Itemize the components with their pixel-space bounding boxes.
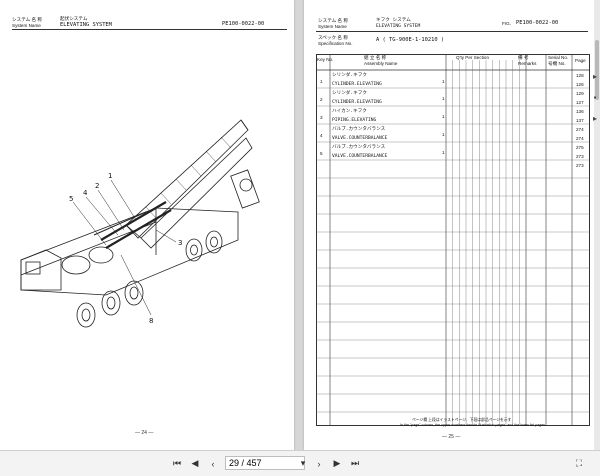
row-page: 273 bbox=[576, 154, 584, 159]
system-label-jp: システム 名 称 bbox=[318, 18, 348, 23]
spec-value: A ( TG-900E-1-10210 ) bbox=[376, 37, 445, 43]
row-key: 5 bbox=[320, 151, 323, 156]
row-page: 137 bbox=[576, 118, 584, 123]
col-page: Page bbox=[575, 58, 586, 63]
col-key: Key No. bbox=[317, 57, 334, 62]
row-name-jp: バルブ.カウンタバランス bbox=[332, 127, 386, 132]
col-assembly-en: Assembly Name bbox=[364, 61, 398, 66]
footnote-en: In the "page" column, the upper numbers … bbox=[400, 423, 546, 427]
row-key: 4 bbox=[320, 133, 323, 138]
prev-icon[interactable]: ‹ bbox=[211, 458, 215, 469]
illustration-page: 136 bbox=[576, 109, 584, 114]
spec-label-jp: スペック 名 称 bbox=[318, 35, 348, 40]
row-name-en: CYLINDER.ELEVATING bbox=[332, 82, 382, 87]
col-remarks-en: Remarks bbox=[518, 61, 537, 66]
row-page: 274 bbox=[576, 136, 584, 141]
first-page-icon[interactable]: ⏮ bbox=[172, 458, 182, 468]
row-name-jp: ハイカン.キフク bbox=[332, 109, 367, 114]
fig-number: PE100-0022-00 bbox=[222, 21, 265, 27]
left-page-number: — 24 — bbox=[135, 430, 154, 436]
fullscreen-icon[interactable]: ⛶ bbox=[575, 458, 583, 468]
next-page-icon[interactable]: ▶ bbox=[333, 458, 341, 468]
scrollbar-thumb[interactable] bbox=[595, 40, 599, 100]
row-name-jp: バルブ.カウンタバランス bbox=[332, 145, 386, 150]
vertical-scrollbar[interactable] bbox=[594, 0, 600, 450]
footnote-jp: ページ欄 上段はイラストページ、下段は部品ページを示す bbox=[412, 418, 512, 422]
col-assembly-jp: 組 立 名 称 bbox=[364, 55, 387, 60]
row-qty: 1 bbox=[442, 114, 445, 119]
navigation-toolbar: ⏮ ◀ ‹ 29 / 457 ▾ › ▶ ⏭ ⛶ bbox=[0, 450, 600, 476]
spec-label-en: Specification No. bbox=[318, 41, 353, 46]
callout-5: 5 bbox=[69, 195, 73, 203]
illustration-page: 273 bbox=[576, 163, 584, 168]
callout-2: 2 bbox=[95, 182, 99, 190]
row-key: 3 bbox=[320, 115, 323, 120]
row-name-en: VALVE.COUNTERBALANCE bbox=[332, 154, 388, 159]
last-page-icon[interactable]: ⏭ bbox=[350, 458, 360, 468]
page-display: 29 / 457 bbox=[229, 458, 262, 468]
right-page-number: — 25 — bbox=[442, 434, 461, 440]
callout-8: 8 bbox=[149, 317, 153, 325]
col-serial: Serial No. bbox=[548, 55, 569, 60]
illustration-page: 128 bbox=[576, 73, 584, 78]
right-page: システム 名 称 System Name キフク システム ELEVATING … bbox=[304, 0, 600, 450]
illustration-page: 274 bbox=[576, 127, 584, 132]
row-name-jp: シリンダ.キフク bbox=[332, 73, 367, 78]
row-qty: 1 bbox=[442, 96, 445, 101]
illustration-page: 275 bbox=[576, 145, 584, 150]
row-qty: 1 bbox=[442, 132, 445, 137]
illustration-page: 129 bbox=[576, 91, 584, 96]
system-label-jp: システム 名 称 bbox=[12, 17, 42, 22]
row-name-en: PIPING.ELEVATING bbox=[332, 118, 377, 123]
page-number-input[interactable]: 29 / 457 bbox=[225, 456, 305, 470]
right-header: システム 名 称 System Name キフク システム ELEVATING … bbox=[316, 15, 588, 51]
left-header: システム 名 称 System Name 起伏システム ELEVATING SY… bbox=[12, 17, 287, 29]
next-icon[interactable]: › bbox=[317, 458, 321, 469]
tool-icon[interactable]: ▸ bbox=[592, 113, 597, 123]
row-page: 127 bbox=[576, 100, 584, 105]
row-page: 126 bbox=[576, 82, 584, 87]
row-qty: 1 bbox=[442, 150, 445, 155]
row-key: 2 bbox=[320, 97, 323, 102]
system-label-en: System Name bbox=[12, 23, 41, 28]
crane-illustration: 1 2 4 5 8 3 bbox=[20, 119, 260, 328]
col-serial-sub: 号機 No. bbox=[548, 61, 566, 66]
system-label-en: System Name bbox=[318, 24, 347, 29]
row-name-en: VALVE.COUNTERBALANCE bbox=[332, 136, 388, 141]
system-name-en: ELEVATING SYSTEM bbox=[376, 24, 421, 29]
right-edge-tools: ▸ ▪ ▸ bbox=[590, 70, 600, 133]
row-qty: 1 bbox=[442, 79, 445, 84]
row-name-jp: シリンダ.キフク bbox=[332, 91, 367, 96]
callout-4: 4 bbox=[83, 189, 88, 197]
callout-1: 1 bbox=[108, 172, 112, 180]
tool-icon[interactable]: ▸ bbox=[592, 71, 597, 81]
left-page: システム 名 称 System Name 起伏システム ELEVATING SY… bbox=[0, 0, 294, 450]
system-name-jp: 起伏システム bbox=[60, 17, 88, 22]
fig-number: PE100-0022-00 bbox=[516, 20, 559, 26]
prev-page-icon[interactable]: ◀ bbox=[191, 458, 199, 468]
row-name-en: CYLINDER.ELEVATING bbox=[332, 100, 382, 105]
fig-label: FIG. bbox=[502, 21, 511, 26]
system-name-jp: キフク システム bbox=[376, 18, 411, 23]
parts-table bbox=[316, 54, 590, 426]
tool-icon[interactable]: ▪ bbox=[593, 92, 597, 102]
system-name-en: ELEVATING SYSTEM bbox=[60, 22, 112, 28]
col-remarks: 備 考 bbox=[518, 55, 529, 60]
page-dropdown-icon[interactable]: ▾ bbox=[300, 458, 306, 468]
col-qty-per-section: Q'ty Per Section bbox=[456, 55, 490, 60]
callout-3: 3 bbox=[178, 239, 182, 247]
row-key: 1 bbox=[320, 79, 323, 84]
